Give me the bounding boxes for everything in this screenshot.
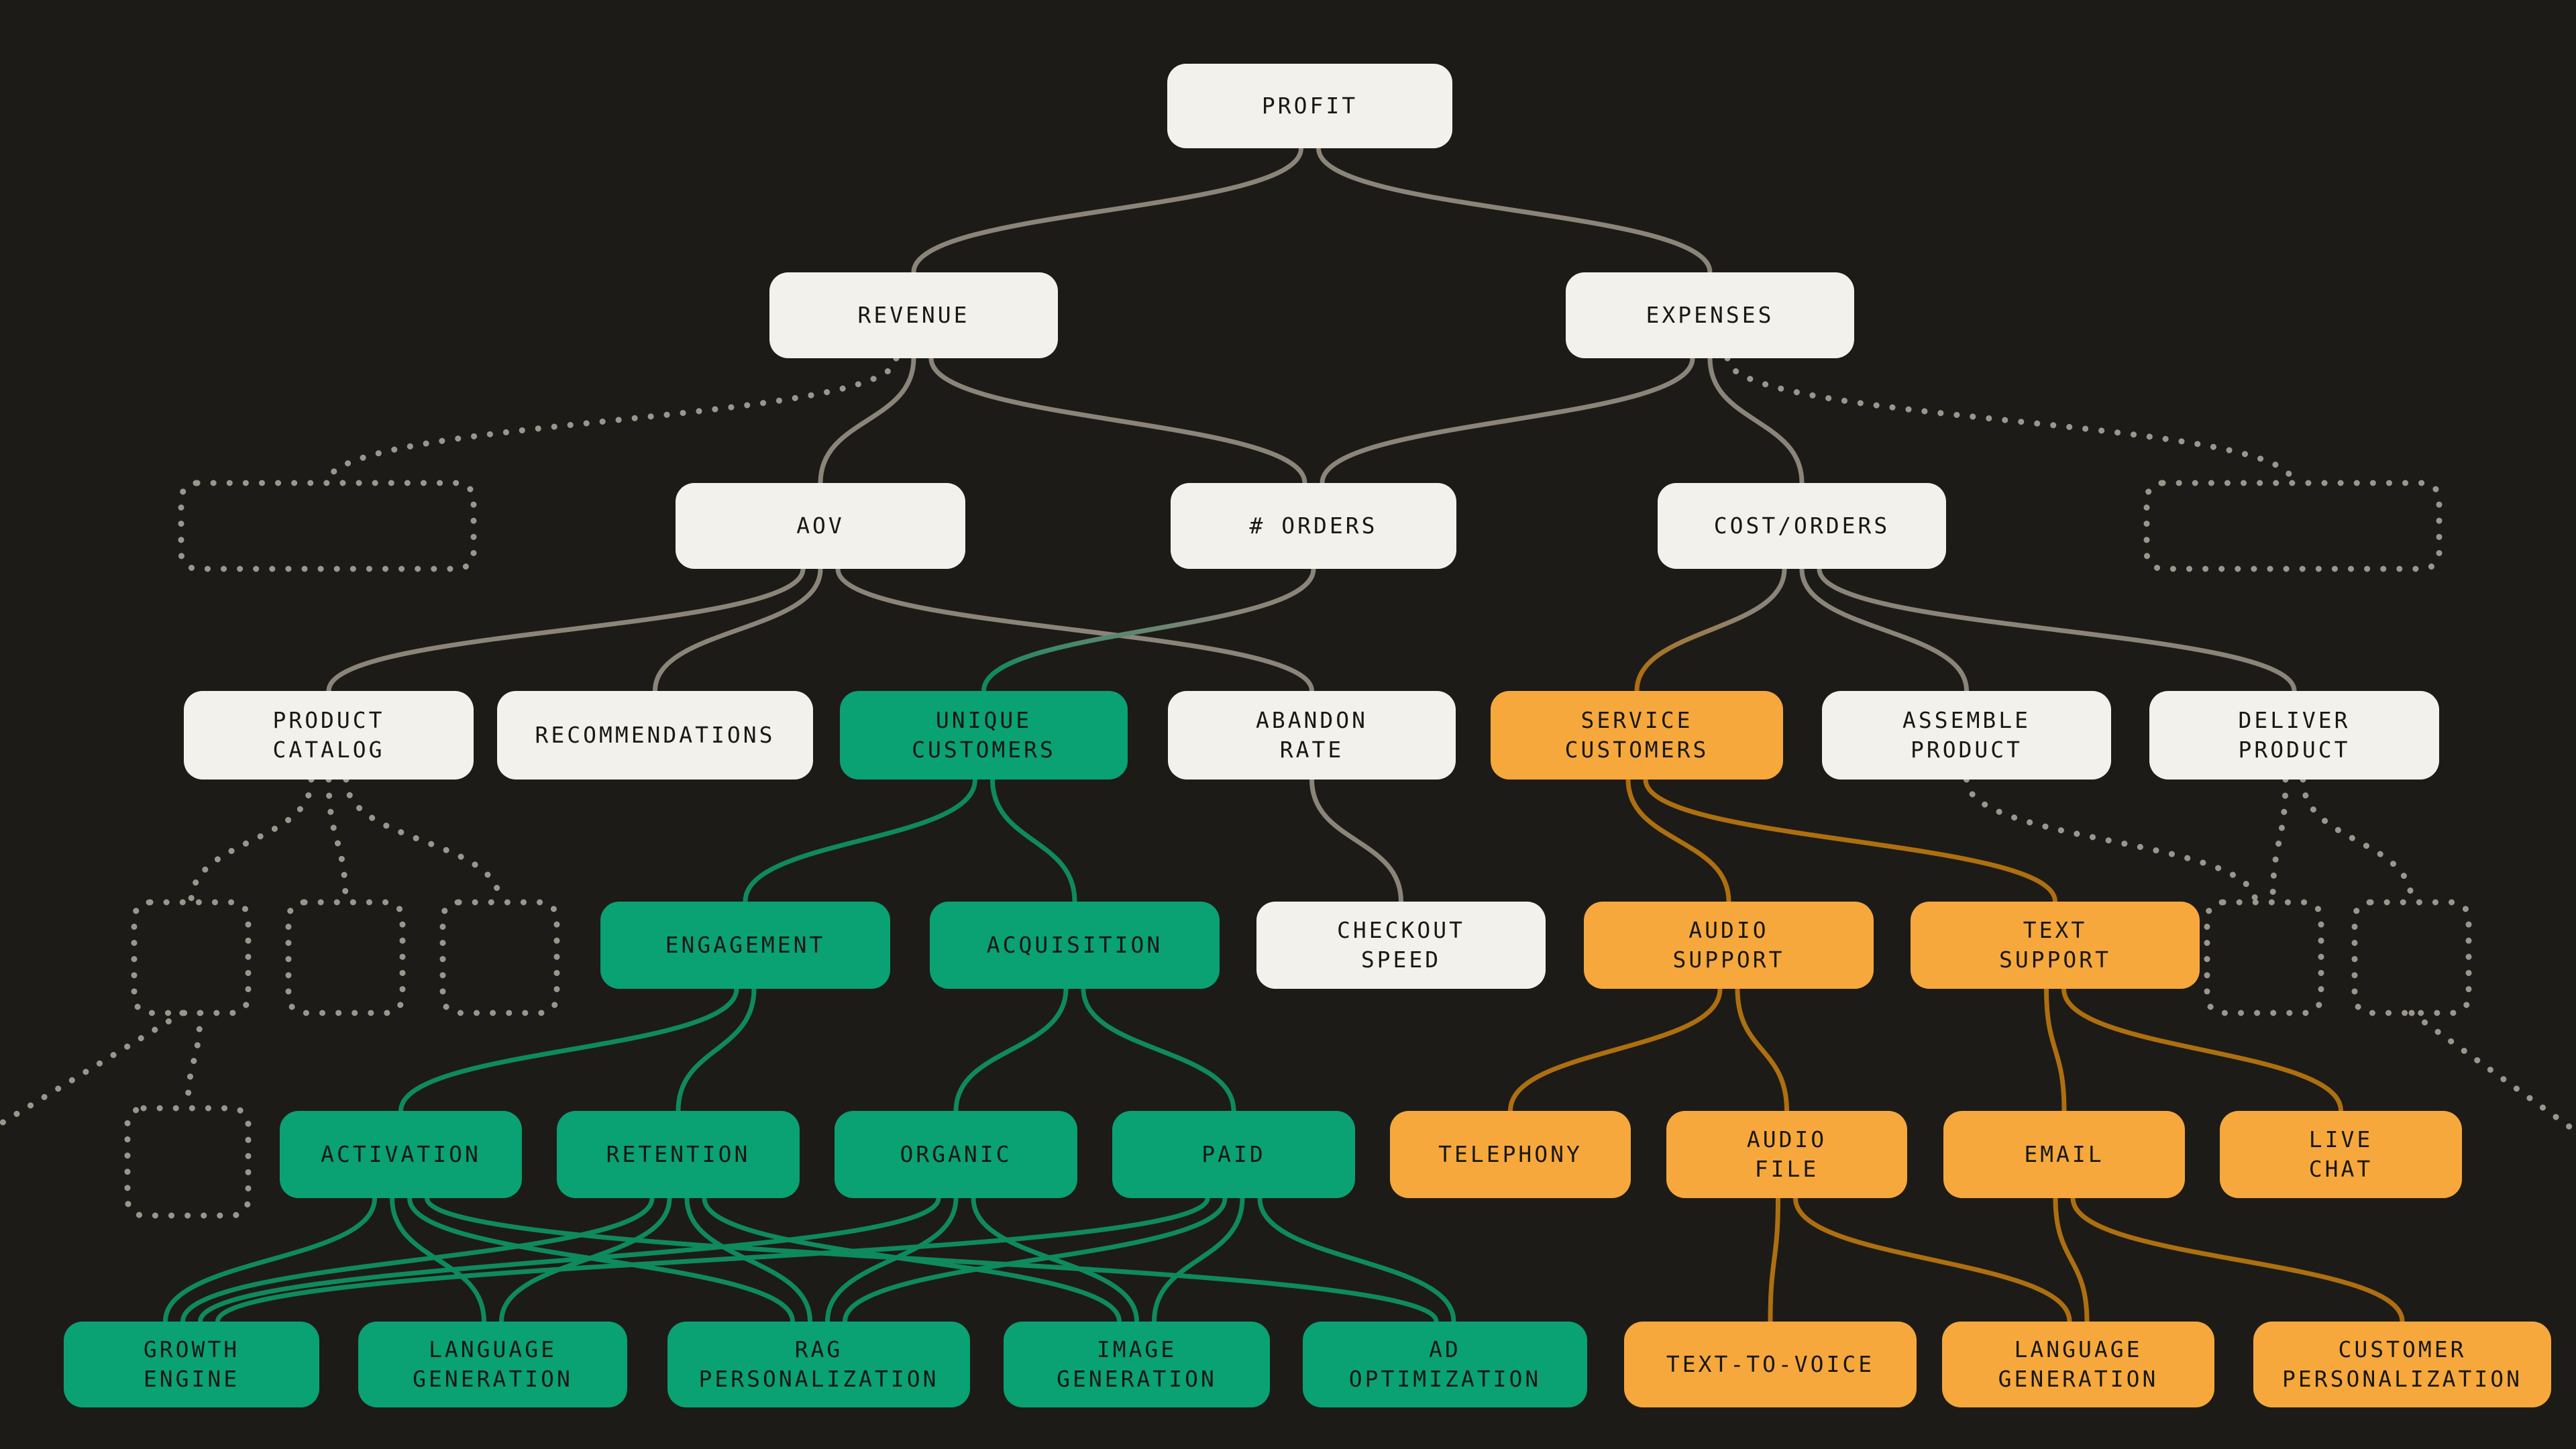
node-activation[interactable]: ACTIVATION: [280, 1111, 522, 1198]
edge-profit-revenue: [911, 148, 1303, 273]
node-expenses[interactable]: EXPENSES: [1566, 272, 1854, 358]
edge-audio_file-text_to_voice: [1768, 1197, 1780, 1322]
edge-audio_file-language_generation_orange: [1793, 1197, 2072, 1322]
edge-retention-image_generation: [702, 1197, 1122, 1322]
edge-activation-growth_engine: [163, 1197, 377, 1322]
edge-assemble_product-ph_row5_right_1: [1964, 776, 2259, 906]
edge-acquisition-organic: [953, 988, 1069, 1112]
edge-text_support-email: [2044, 988, 2067, 1112]
node-aov[interactable]: AOV: [676, 483, 965, 569]
edge-orders-unique_customers: [981, 568, 1316, 692]
edge-acquisition-paid: [1081, 988, 1236, 1112]
placeholder-ph_row5_right_1[interactable]: [2204, 899, 2324, 1016]
edge-organic-growth_engine: [198, 1197, 941, 1322]
edge-aov-abandon_rate: [835, 568, 1314, 692]
edge-expenses-ph_row3_right: [1724, 355, 2296, 486]
edge-paid-growth_engine: [215, 1197, 1210, 1323]
node-product_catalog[interactable]: PRODUCT CATALOG: [184, 691, 474, 780]
edge-audio_support-telephony: [1508, 988, 1723, 1112]
edge-text_support-live_chat: [2061, 988, 2343, 1112]
node-orders[interactable]: # ORDERS: [1171, 483, 1456, 569]
edge-aov-product_catalog: [326, 568, 806, 692]
edge-email-language_generation_orange: [2053, 1197, 2090, 1322]
node-ad_optimization[interactable]: AD OPTIMIZATION: [1303, 1322, 1587, 1407]
node-audio_file[interactable]: AUDIO FILE: [1666, 1111, 1907, 1198]
edge-aov-recommendations: [653, 568, 823, 692]
edge-organic-image_generation: [971, 1197, 1139, 1322]
placeholder-ph_row6_left_1[interactable]: [124, 1105, 252, 1219]
edge-paid-ad_optimization: [1257, 1197, 1456, 1322]
edge-paid-rag_personalization: [843, 1197, 1228, 1322]
placeholder-ph_row5_left_2[interactable]: [285, 899, 406, 1016]
edge-cost_orders-assemble_product: [1799, 568, 1969, 692]
edge-revenue-orders: [928, 358, 1307, 484]
edge-deliver_product-ph_row5_right_1: [2269, 776, 2289, 906]
node-assemble_product[interactable]: ASSEMBLE PRODUCT: [1822, 691, 2111, 780]
edge-cost_orders-deliver_product: [1817, 568, 2297, 692]
node-checkout_speed[interactable]: CHECKOUT SPEED: [1256, 902, 1546, 989]
edge-product_catalog-ph_row5_left_1: [188, 776, 315, 906]
edge-activation-language_generation_green: [390, 1197, 486, 1322]
edge-product_catalog-ph_row5_left_2: [325, 776, 349, 906]
edge-profit-expenses: [1316, 148, 1713, 273]
placeholder-ph_row3_left[interactable]: [178, 480, 477, 572]
edge-audio_support-audio_file: [1735, 988, 1789, 1112]
node-engagement[interactable]: ENGAGEMENT: [600, 902, 890, 989]
placeholder-ph_row5_left_3[interactable]: [439, 899, 560, 1016]
edge-revenue-aov: [818, 358, 916, 484]
node-telephony[interactable]: TELEPHONY: [1390, 1111, 1631, 1198]
edge-engagement-retention: [676, 988, 757, 1112]
node-audio_support[interactable]: AUDIO SUPPORT: [1584, 902, 1874, 989]
node-service_customers[interactable]: SERVICE CUSTOMERS: [1491, 691, 1783, 780]
edge-cost_orders-service_customers: [1634, 568, 1787, 692]
edge-activation-ad_optimization: [425, 1197, 1439, 1322]
edge-abandon_rate-checkout_speed: [1309, 779, 1403, 902]
node-text_to_voice[interactable]: TEXT-TO-VOICE: [1624, 1322, 1917, 1407]
node-deliver_product[interactable]: DELIVER PRODUCT: [2149, 691, 2439, 780]
edge-unique_customers-acquisition: [990, 779, 1077, 902]
edge-organic-rag_personalization: [825, 1197, 959, 1322]
edge-activation-rag_personalization: [407, 1197, 795, 1322]
node-abandon_rate[interactable]: ABANDON RATE: [1168, 691, 1456, 780]
edge-ph_row5_left_1-ph_row6_left_1: [184, 1010, 203, 1112]
edge-expenses-cost_orders: [1707, 358, 1805, 484]
node-image_generation[interactable]: IMAGE GENERATION: [1004, 1322, 1270, 1407]
node-acquisition[interactable]: ACQUISITION: [930, 902, 1220, 989]
node-language_generation_green[interactable]: LANGUAGE GENERATION: [358, 1322, 627, 1407]
node-growth_engine[interactable]: GROWTH ENGINE: [64, 1322, 319, 1407]
edge-deliver_product-ph_row5_right_2: [2300, 776, 2415, 906]
node-language_generation_orange[interactable]: LANGUAGE GENERATION: [1942, 1322, 2214, 1407]
node-retention[interactable]: RETENTION: [557, 1111, 800, 1198]
edge-expenses-orders: [1320, 358, 1695, 484]
node-recommendations[interactable]: RECOMMENDATIONS: [497, 691, 813, 780]
node-rag_personalization[interactable]: RAG PERSONALIZATION: [667, 1322, 970, 1407]
edge-revenue-ph_row3_left: [324, 355, 900, 486]
node-customer_personalization[interactable]: CUSTOMER PERSONALIZATION: [2253, 1322, 2551, 1407]
node-cost_orders[interactable]: COST/ORDERS: [1658, 483, 1946, 569]
edge-email-customer_personalization: [2070, 1197, 2405, 1322]
placeholder-ph_row5_right_2[interactable]: [2351, 899, 2472, 1016]
node-email[interactable]: EMAIL: [1943, 1111, 2185, 1198]
edge-service_customers-text_support: [1643, 779, 2057, 902]
edge-ph_row5_left_1-offcanvas: [0, 1010, 186, 1128]
placeholder-ph_row3_right[interactable]: [2143, 480, 2443, 572]
node-live_chat[interactable]: LIVE CHAT: [2220, 1111, 2462, 1198]
edge-product_catalog-ph_row5_left_3: [343, 776, 503, 906]
node-unique_customers[interactable]: UNIQUE CUSTOMERS: [840, 691, 1128, 780]
node-paid[interactable]: PAID: [1112, 1111, 1355, 1198]
placeholder-ph_row5_left_1[interactable]: [131, 899, 252, 1016]
node-text_support[interactable]: TEXT SUPPORT: [1911, 902, 2200, 989]
edge-unique_customers-engagement: [743, 779, 977, 902]
edge-paid-image_generation: [1152, 1197, 1245, 1322]
node-organic[interactable]: ORGANIC: [835, 1111, 1077, 1198]
edge-engagement-activation: [398, 988, 739, 1112]
node-profit[interactable]: PROFIT: [1167, 64, 1452, 148]
edge-retention-growth_engine: [180, 1197, 655, 1322]
node-revenue[interactable]: REVENUE: [769, 272, 1058, 358]
edge-service_customers-audio_support: [1625, 779, 1731, 902]
